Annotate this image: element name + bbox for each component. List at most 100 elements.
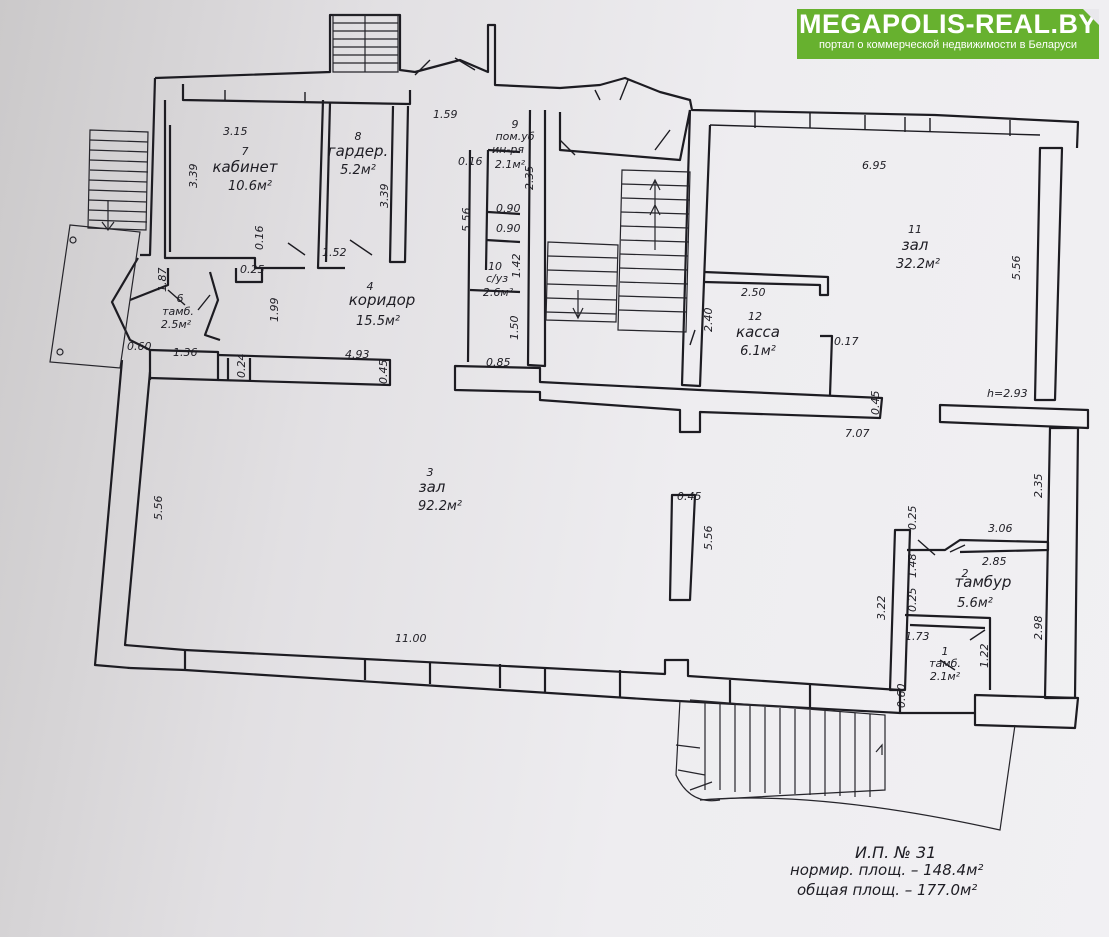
dim-label: 1.50 [508,316,521,341]
dim-label: 3.22 [875,596,888,621]
room-1-name: тамб. [929,657,961,670]
room-11-area: 32.2м² [896,257,940,272]
dim-label: 11.00 [395,632,427,645]
room-9-name: пом.уб [495,130,534,143]
dim-label: 5.56 [152,496,165,521]
room-1-label: 1 тамб. 2.1м² [929,645,961,683]
room-1-area: 2.1м² [930,670,961,683]
dim-label: 3.15 [223,125,248,138]
dim-label: 3.39 [187,164,200,189]
dim-label: h=2.93 [987,387,1028,400]
dim-label: 1.36 [173,346,198,359]
total-area: общая площ. – 177.0м² [797,881,977,899]
dim-label: 1.87 [156,268,169,293]
stair-west [49,129,149,369]
room-labels: 7 кабинет 10.6м² 8 гардер. 5.2м² 9 пом.у… [161,118,1012,683]
room-12-number: 12 [748,310,762,323]
room-8-area: 5.2м² [340,163,376,178]
room-3-name: зал [419,478,446,496]
room-2-name: тамбур [955,573,1012,591]
plan-id: И.П. № 31 [855,843,936,862]
room-3-area: 92.2м² [418,499,462,514]
dim-label: 0.60 [127,340,152,353]
dim-label: 2.98 [1032,616,1045,641]
dim-label: 0.25 [906,506,919,531]
dim-label: 0.45 [377,360,390,385]
room-6-name: тамб. [162,305,194,318]
stairs [49,14,1016,831]
brand-subtitle: портал о коммерческой недвижимости в Бел… [818,39,1078,51]
stair-north [332,14,399,73]
dim-label: 0.17 [834,335,859,348]
dim-label: 0.85 [486,356,511,369]
dim-label: 2.35 [523,166,536,191]
dim-label: 0.16 [458,155,483,168]
dim-label: 1.22 [978,644,991,669]
room-7-area: 10.6м² [228,179,272,194]
room-3-number: 3 [427,466,434,479]
room-3-label: 3 зал 92.2м² [418,466,462,514]
dim-label: 0.45 [869,391,882,416]
room-12-name: касса [736,323,780,341]
room-7-label: 7 кабинет 10.6м² [212,145,278,194]
room-12-label: 12 касса 6.1м² [736,310,780,359]
dim-label: 1.48 [906,554,919,579]
dim-label: 5.56 [702,526,715,551]
dim-label: 2.50 [741,286,766,299]
room-4-label: 4 коридор 15.5м² [349,280,416,329]
dim-label: 2.40 [702,308,715,333]
dim-label: 3.06 [988,522,1013,535]
stair-south-entrance [675,699,1016,831]
dim-label: 2.35 [1032,474,1045,499]
dimension-labels: 3.15 3.39 3.39 0.16 1.52 1.59 0.16 2.35 … [127,108,1045,708]
room-8-number: 8 [355,130,362,143]
brand-title: MEGAPOLIS-REAL.BY [798,9,1097,39]
plan-footer: И.П. № 31 нормир. площ. – 148.4м² общая … [790,843,983,899]
dim-label: 0.90 [496,222,521,235]
room-2-number: 2 [962,567,969,580]
dim-label: 2.85 [982,555,1007,568]
stair-core [545,169,691,333]
walls [93,13,1090,730]
room-8-name: гардер. [328,142,388,160]
room-8-label: 8 гардер. 5.2м² [328,130,388,178]
room-1-number: 1 [942,645,949,658]
dim-label: 7.07 [845,427,870,440]
room-4-number: 4 [367,280,374,293]
dim-label: 3.39 [378,184,391,209]
room-11-label: 11 зал 32.2м² [896,223,940,272]
room-10-number: 10 [488,260,502,273]
room-6-area: 2.5м² [161,318,192,331]
room-7-name: кабинет [212,158,278,176]
dim-label: 1.52 [322,246,347,259]
room-9-number: 9 [512,118,519,131]
room-10-name: с/уз [486,272,508,285]
dim-label: 1.42 [510,254,523,279]
room-11-number: 11 [908,223,922,236]
dim-label: 0.16 [253,226,266,251]
room-12-area: 6.1м² [740,344,776,359]
room-2-label: 2 тамбур 5.6м² [955,567,1012,611]
dim-label: 1.99 [268,298,281,323]
dim-label: 0.24 [235,354,248,379]
dim-label: 0.90 [496,202,521,215]
brand-logo[interactable]: MEGAPOLIS-REAL.BY портал о коммерческой … [797,9,1099,59]
room-4-area: 15.5м² [356,314,400,329]
room-6-label: 6 тамб. 2.5м² [161,292,194,331]
brand-corner-fold [1083,9,1099,25]
room-4-name: коридор [349,291,416,309]
room-11-name: зал [902,236,929,254]
dim-label: 6.95 [862,159,887,172]
room-9-name-2: ин-ря [492,143,524,156]
dim-label: 1.73 [905,630,930,643]
dim-label: 5.56 [460,208,473,233]
room-9-area: 2.1м² [495,158,526,171]
dim-label: 5.56 [1010,256,1023,281]
room-10-area: 2.6м² [483,286,514,299]
door-swings [167,57,986,671]
room-2-area: 5.6м² [957,596,993,611]
dim-label: 0.25 [240,263,265,276]
dim-label: 0.25 [906,588,919,613]
normalized-area: нормир. площ. – 148.4м² [790,861,983,879]
